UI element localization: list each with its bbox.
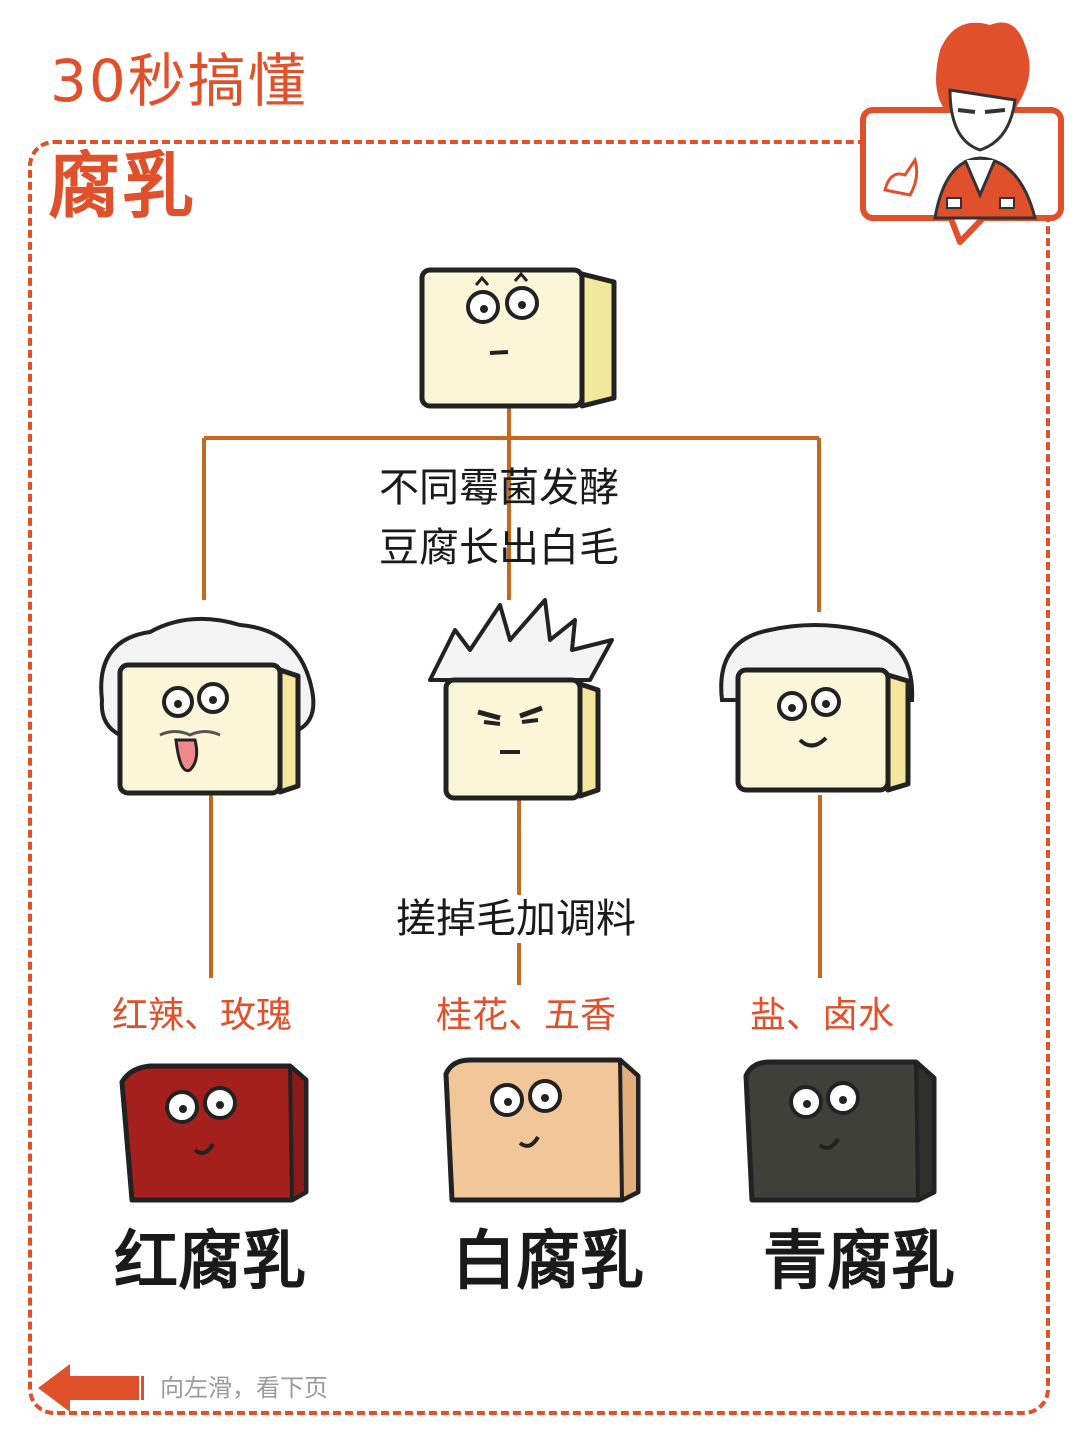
tofu-white	[443, 1057, 641, 1203]
step2-text: 搓掉毛加调料	[390, 895, 642, 943]
tofu-plain	[419, 267, 617, 409]
tofu-mold-wavy	[99, 616, 316, 796]
swipe-hint: 向左滑，看下页	[160, 1374, 328, 1402]
tofu-red	[119, 1063, 309, 1203]
result-white-furu: 白腐乳	[452, 1225, 644, 1299]
tofu-mold-spiky	[428, 598, 614, 801]
tofu-mold-bob	[719, 623, 915, 793]
seasoning-green: 盐、卤水	[750, 995, 895, 1036]
mascot-illustration	[860, 22, 1064, 245]
seasoning-white: 桂花、五香	[436, 995, 617, 1036]
series-title: 30秒搞懂	[50, 47, 308, 115]
page-title: 腐乳	[48, 144, 197, 228]
step1-text-line2: 豆腐长出白毛	[379, 525, 619, 571]
step1-text-line1: 不同霉菌发酵	[379, 465, 619, 511]
dashed-frame	[28, 140, 1050, 1415]
arrow-left-icon[interactable]	[36, 1358, 146, 1418]
seasoning-red: 红辣、玫瑰	[112, 995, 293, 1036]
result-green-furu: 青腐乳	[763, 1225, 955, 1299]
connector-lines	[202, 408, 822, 985]
tofu-green	[743, 1059, 937, 1203]
result-red-furu: 红腐乳	[114, 1225, 306, 1299]
